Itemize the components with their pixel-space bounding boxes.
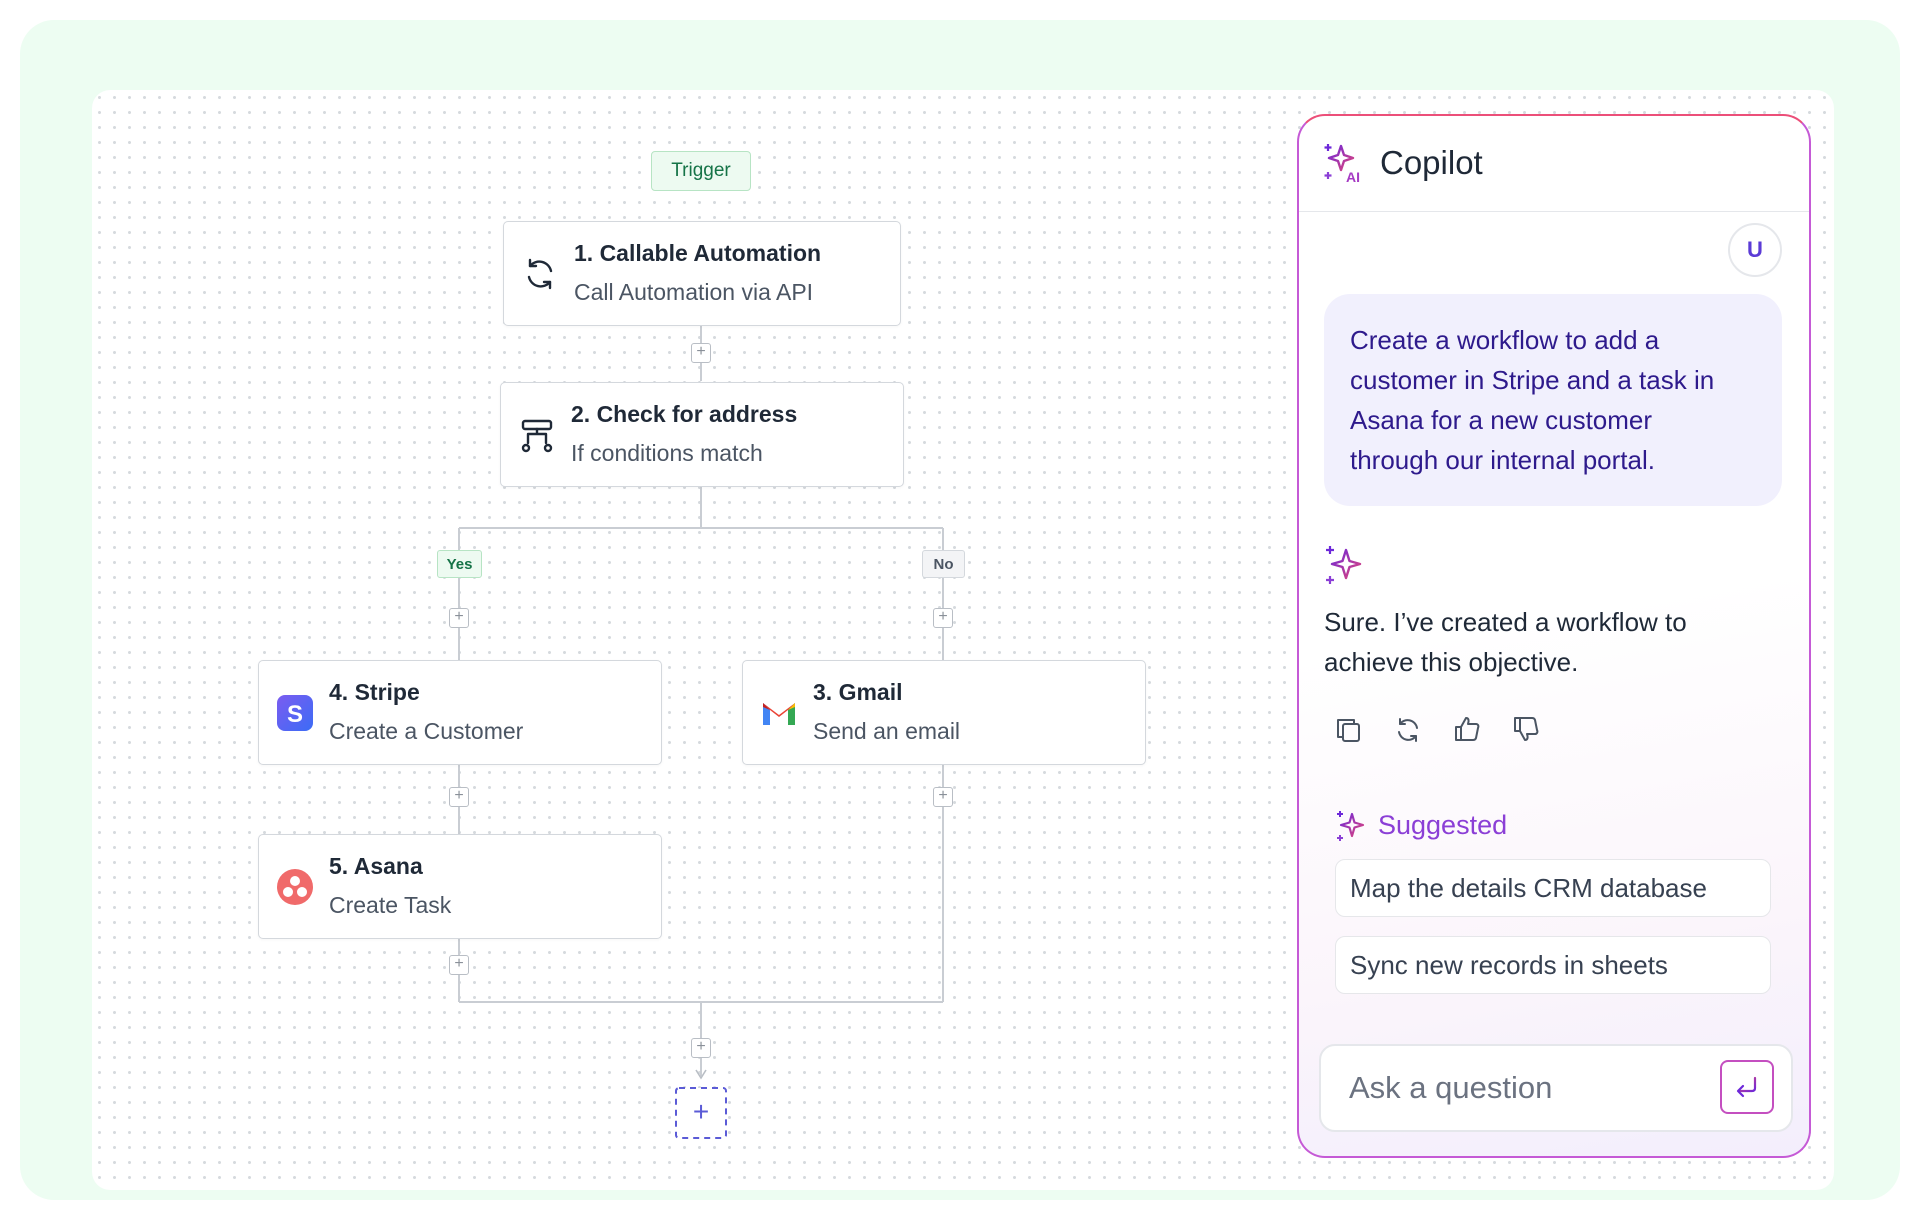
user-message-line: customer in Stripe and a task in [1350, 365, 1715, 395]
node-check-address[interactable]: 2. Check for address If conditions match [500, 382, 904, 487]
node-subtitle: Call Automation via API [574, 279, 814, 305]
user-message-line: Create a workflow to add a [1350, 325, 1660, 355]
ai-reply: Sure. I’ve created a workflow to achieve… [1324, 602, 1687, 682]
user-message-line: through our internal portal. [1350, 445, 1655, 475]
thumbs-down-icon[interactable] [1511, 714, 1541, 744]
suggestion-chip[interactable]: Map the details CRM database [1335, 859, 1771, 917]
add-step-button[interactable]: + [449, 955, 469, 975]
add-step-button[interactable]: + [449, 608, 469, 628]
regenerate-icon[interactable] [1393, 715, 1423, 745]
node-title: 3. Gmail [813, 679, 903, 705]
add-step-button[interactable]: + [933, 608, 953, 628]
suggestion-sparkle-icon [1337, 811, 1365, 841]
thumbs-up-icon[interactable] [1452, 714, 1482, 744]
node-subtitle: Send an email [813, 718, 961, 744]
node-title: 4. Stripe [329, 679, 420, 705]
node-subtitle: If conditions match [571, 440, 763, 466]
ai-reply-line: achieve this objective. [1324, 647, 1579, 677]
node-title: 1. Callable Automation [574, 240, 822, 266]
node-asana[interactable]: 5. Asana Create Task [258, 834, 662, 939]
gmail-logo-icon [763, 703, 795, 725]
ai-sparkle-icon: AI [1324, 144, 1360, 184]
suggestion-chip[interactable]: Sync new records in sheets [1335, 936, 1771, 994]
question-placeholder: Ask a question [1349, 1070, 1553, 1105]
add-step-button[interactable]: + [691, 343, 711, 363]
add-step-button[interactable]: + [933, 787, 953, 807]
node-subtitle: Create a Customer [329, 718, 524, 744]
ai-sparkle-icon [1326, 546, 1362, 584]
svg-text:S: S [287, 701, 303, 728]
add-step-button[interactable]: + [449, 787, 469, 807]
question-input[interactable]: Ask a question [1319, 1044, 1793, 1132]
copilot-header: AI Copilot [1299, 116, 1809, 212]
node-subtitle: Create Task [329, 892, 452, 918]
no-branch-tag: No [922, 550, 965, 578]
copilot-panel: AI Copilot U Create a workflow to add a … [1297, 114, 1811, 1158]
suggested-label: Suggested [1378, 810, 1508, 840]
trigger-label: Trigger [671, 160, 731, 181]
add-step-button[interactable]: + [691, 1038, 711, 1058]
node-title: 2. Check for address [571, 401, 798, 427]
branch-icon [521, 419, 553, 453]
user-avatar: U [1728, 223, 1782, 277]
yes-branch-tag: Yes [437, 550, 482, 578]
ai-reply-line: Sure. I’ve created a workflow to [1324, 607, 1687, 637]
node-gmail[interactable]: 3. Gmail Send an email [742, 660, 1146, 765]
user-message: Create a workflow to add a customer in S… [1350, 320, 1714, 480]
node-stripe[interactable]: S 4. Stripe Create a Customer [258, 660, 662, 765]
user-message-line: Asana for a new customer [1350, 405, 1653, 435]
sync-icon [527, 258, 553, 290]
copy-icon[interactable] [1334, 715, 1364, 745]
node-title: 5. Asana [329, 853, 423, 879]
copilot-title: Copilot [1380, 144, 1483, 181]
node-callable-automation[interactable]: 1. Callable Automation Call Automation v… [503, 221, 901, 326]
stripe-logo-icon: S [277, 695, 313, 731]
svg-text:AI: AI [1346, 169, 1360, 184]
add-final-step-button[interactable]: + [692, 1096, 710, 1127]
trigger-tag: Trigger [651, 151, 751, 191]
enter-icon [1736, 1076, 1757, 1098]
send-button[interactable] [1720, 1060, 1774, 1114]
asana-logo-icon [277, 869, 313, 905]
user-message-bubble: Create a workflow to add a customer in S… [1324, 294, 1782, 506]
